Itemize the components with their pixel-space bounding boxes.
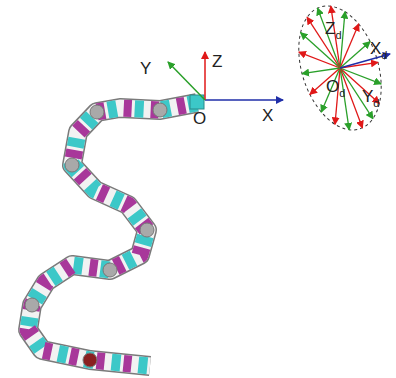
target-ellipse (284, 0, 396, 141)
target-ray (340, 24, 359, 68)
origin-label: Od (326, 78, 345, 95)
origin-label: O (193, 110, 206, 127)
snake-body (28, 103, 197, 366)
target-ray (340, 68, 362, 128)
target-ray (302, 68, 340, 74)
axis-label: Yd (362, 88, 379, 105)
axis-label: Xd (370, 40, 387, 57)
target-ray (321, 68, 340, 112)
joint-discs (25, 103, 167, 367)
axis-label: Z (212, 53, 222, 70)
target-ray (340, 68, 381, 84)
target-ray (299, 52, 340, 68)
target-ray (340, 68, 349, 130)
axis-label: Y (140, 60, 151, 77)
axis-label: Zd (325, 20, 342, 37)
base-frame (168, 52, 283, 100)
axis-label: X (262, 107, 273, 124)
